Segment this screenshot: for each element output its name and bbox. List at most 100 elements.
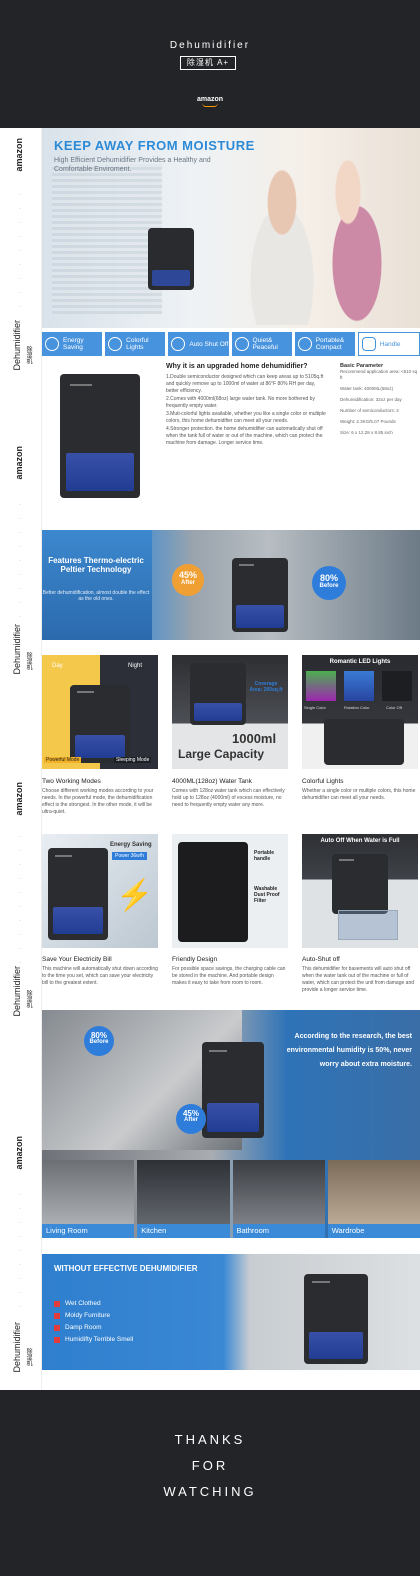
without-banner: WITHOUT EFFECTIVE DEHUMIDIFIER Wet Cloth… [42,1254,420,1370]
dehumidifier-image [304,1274,368,1364]
dehumidifier-image [202,1042,264,1138]
powerful-mode-label: Powerful Mode [44,757,82,763]
dehumidifier-image [332,854,388,914]
without-title: WITHOUT EFFECTIVE DEHUMIDIFIER [54,1264,198,1273]
info-question: Why it is an upgraded home dehumidifier? [166,363,308,370]
hero-headline: KEEP AWAY FROM MOISTURE [54,138,255,153]
sidebar-product-cn: 除湿机 [25,346,31,364]
room-bathroom: Bathroom [232,1160,325,1238]
sidebar-brand-logo: amazon [14,1136,24,1170]
sidebar-product-cn: 除湿机 [25,652,31,670]
sidebar-product: Dehumidifier [12,320,22,371]
electricity-title: Save Your Electricity Bill [42,956,112,963]
capacity-value: 1000ml [232,731,277,746]
day-label: Day [52,663,63,669]
param-item: Size: 6 x 12.28 x 8.85 inch [340,430,393,435]
basic-parameters: Basic Parameter Recommend application ar… [340,363,418,441]
sidebar-product: Dehumidifier [12,966,22,1017]
auto-shutoff-image: Auto Off When Water is Full [302,834,418,948]
dehumidifier-image [190,663,246,725]
dehumidifier-open-image [178,842,248,942]
palette-icon [108,337,123,351]
auto-shutoff-title: Auto-Shut off [302,956,340,963]
before-badge: 80%Before [84,1026,114,1056]
header-badge: 除湿机 A+ [180,56,236,70]
hero-subhead: High Efficient Dehumidifier Provides a H… [54,157,211,173]
info-point: 2.Comes with 4000ml(68oz) large water ta… [166,396,315,409]
dehumidifier-image [232,558,288,632]
auto-shutoff-text: This dehumidifier for basements will aut… [302,966,415,993]
lightning-icon: ⚡ [116,879,154,912]
coverage-label: Coverage Area: 260sq.ft [249,681,283,693]
page-header: Dehumidifier 除湿机 A+ amazon [0,0,420,128]
window-blinds-image [52,164,162,314]
handle-icon [361,337,376,351]
param-item: Weight: 2.3KG/5.07 Pounds [340,419,396,424]
brand-logo: amazon [0,96,420,107]
sidebar-dots: ··········· [19,502,21,648]
info-points: 1.Double semiconductor designed which ca… [166,374,326,448]
single-color-swatch [306,671,336,701]
sidebar: amazon ············ Dehumidifier 除湿机 ama… [0,128,42,1390]
sidebar-product: Dehumidifier [12,1322,22,1373]
moon-icon [234,337,249,351]
info-point: 3.Muti-colorful lights available, whethe… [166,411,326,424]
water-tank-title: 4000ML(128oz) Water Tank [172,778,252,785]
room-strip: Living Room Kitchen Bathroom Wardrobe [42,1160,420,1238]
energy-saving-label: Energy Saving [110,842,152,848]
colorful-lights-text: Whether a single color or multiple color… [302,788,416,801]
dehumidifier-image [60,374,140,498]
feature-handle: Handle [357,332,420,356]
feature-energy-saving: Energy Saving [42,332,103,356]
problem-list: Wet Clothed Moldy Furniture Damp Room Hu… [54,1298,133,1346]
friendly-design-image: Portable handle Washable Dust Proof Filt… [172,834,288,948]
peltier-title: Features Thermo-electric Peltier Technol… [48,556,144,574]
sidebar-dots: ·········· [19,834,21,966]
auto-off-label: Auto Off When Water is Full [320,838,400,844]
capacity-label: Large Capacity [178,747,265,761]
page-footer: THANKS FOR WATCHING [0,1390,420,1576]
header-title: Dehumidifier [169,40,251,51]
sidebar-brand-logo: amazon [14,782,24,816]
colorful-lights-image: Romantic LED Lights Single Color Rotatio… [302,655,418,769]
energy-saving-image: Energy Saving Power 36w/h ⚡ [42,834,158,948]
color-off-swatch [382,671,412,701]
single-color-label: Single Color [304,705,326,710]
sidebar-product: Dehumidifier [12,624,22,675]
param-item: Water tank: 4000ML(68oz) [340,386,394,391]
problem-item: Wet Clothed [54,1298,133,1310]
after-badge: 45%After [172,564,204,596]
rooms-banner: 80%Before 45%After According to the rese… [42,1010,420,1238]
water-tank-image [338,910,398,940]
feature-auto-shut-off: Auto Shut Off [168,332,229,356]
info-point: 1.Double semiconductor designed which ca… [166,374,324,394]
working-modes-text: Choose different working modes according… [42,788,154,815]
rotation-color-swatch [344,671,374,701]
peltier-desc: Better dehumidification, almost double t… [42,590,150,602]
hand-icon [297,337,312,351]
friendly-design-title: Friendly Design [172,956,218,963]
peltier-panel [42,530,152,640]
footer-line-3: WATCHING [163,1484,257,1499]
child-image [312,158,402,328]
working-modes-image: Day Night Powerful Mode Sleeping Mode [42,655,158,769]
dehumidifier-image [70,685,130,763]
dehumidifier-image [48,848,108,940]
colorful-lights-title: Colorful Lights [302,778,344,785]
dehumidifier-image [148,228,194,290]
color-off-label: Color Off [386,705,402,710]
problem-item: Moldy Furniture [54,1310,133,1322]
sleeping-mode-label: Sleeping Mode [114,757,152,763]
param-item: Number of semiconductors: 2 [340,408,399,413]
electricity-text: This machine will automatically shut dow… [42,966,158,986]
water-tank-image: Coverage Area: 260sq.ft 1000ml Large Cap… [172,655,288,769]
feature-portable: Portable& Compact [294,332,355,356]
param-item: Dehumidification: 32oz per day [340,397,402,402]
sidebar-dots: ············ [19,192,21,352]
feature-row: Energy Saving Colorful Lights Auto Shut … [42,332,420,356]
feature-colorful-lights: Colorful Lights [105,332,166,356]
room-wardrobe: Wardrobe [327,1160,420,1238]
dehumidifier-top-image [324,719,404,765]
sidebar-brand-logo: amazon [14,446,24,480]
sidebar-product-cn: 除湿机 [25,990,31,1008]
